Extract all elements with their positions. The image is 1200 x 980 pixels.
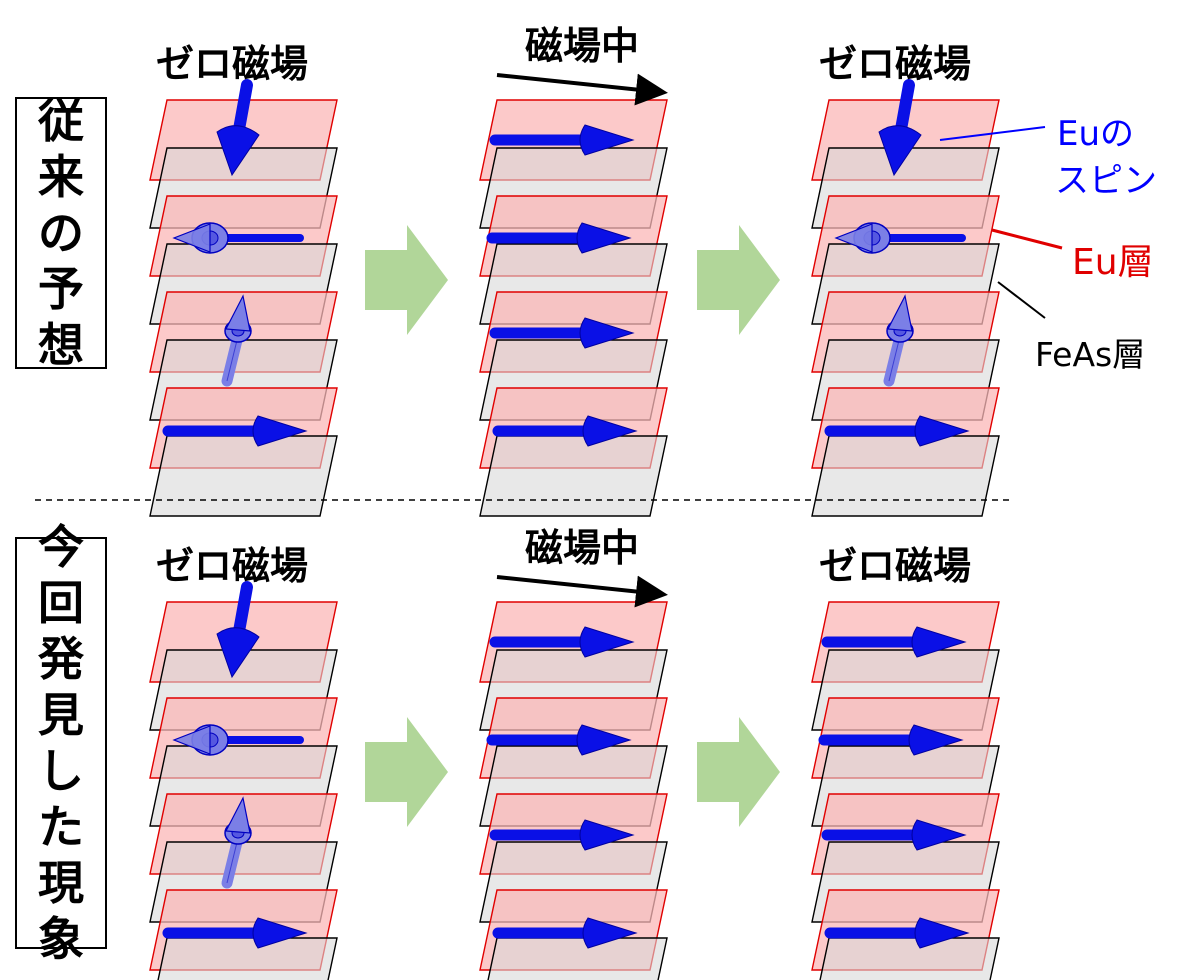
row-label-char: た <box>38 800 84 854</box>
spin-arrow-head <box>576 724 632 756</box>
green-right-arrow-icon <box>365 225 448 335</box>
row-label-char: 見 <box>38 688 84 742</box>
row-label-char: 今 <box>38 520 84 574</box>
spin-arrow-head <box>579 819 635 851</box>
title-bottom-in-field: 磁場中 <box>524 526 640 570</box>
row-label-char: 予 <box>38 262 84 316</box>
green-right-arrow-icon <box>365 717 448 827</box>
spin-arrow-head <box>878 125 922 177</box>
spin-arrow-head <box>216 125 260 177</box>
spin-arrow-head <box>582 415 638 447</box>
spin-arrow-head <box>914 917 970 949</box>
spin-arrow-head <box>252 415 308 447</box>
spin-arrow-head <box>216 627 260 679</box>
feas-layer <box>479 435 668 517</box>
spin-arrow-head <box>582 917 638 949</box>
green-right-arrow-icon <box>697 717 780 827</box>
row-label-conventional-expectation: 従来の予想 <box>15 94 107 372</box>
spin-arrow-head <box>172 223 211 253</box>
row-label-char: 回 <box>38 576 84 630</box>
legend-eu-layer-leader <box>991 228 1063 250</box>
row-label-char: 現 <box>38 856 84 910</box>
spin-arrow-head <box>911 819 967 851</box>
legend-eu-spin-leader <box>939 126 1046 141</box>
spin-arrow-head <box>914 415 970 447</box>
spin-arrow-head <box>172 725 211 755</box>
title-top-in-field: 磁場中 <box>524 24 640 68</box>
feas-layer <box>487 937 668 980</box>
spin-arrow-head <box>834 223 873 253</box>
spin-arrow-head <box>252 917 308 949</box>
title-top-zero-field-right: ゼロ磁場 <box>818 42 972 86</box>
spin-arrow-head <box>908 724 964 756</box>
spin-arrow-head <box>579 317 635 349</box>
row-label-char: の <box>38 206 84 260</box>
right-arrow-icon <box>496 73 668 106</box>
legend-eu-spin-line2: スピン <box>1055 161 1157 201</box>
row-label-char: 来 <box>38 150 84 204</box>
title-bottom-zero-field-right: ゼロ磁場 <box>818 544 972 588</box>
legend-feas-layer: FeAs層 <box>1035 335 1146 374</box>
green-right-arrow-icon <box>697 225 780 335</box>
feas-layer <box>149 435 338 517</box>
title-top-zero-field-left: ゼロ磁場 <box>155 42 309 86</box>
right-arrow-icon <box>496 575 668 608</box>
spin-arrow-head <box>911 626 967 658</box>
spin-arrow-head <box>579 626 635 658</box>
spin-arrow-head <box>887 294 913 332</box>
row-label-char: 発 <box>38 632 84 686</box>
spin-arrow-head <box>576 222 632 254</box>
row-label-char: し <box>38 744 84 798</box>
spin-arrow-head <box>225 294 251 332</box>
legend-eu-spin-line1: Euの <box>1057 114 1135 154</box>
spin-arrow-head <box>579 124 635 156</box>
legend-eu-layer: Eu層 <box>1072 242 1154 283</box>
legend-feas-layer-leader <box>997 281 1046 319</box>
row-label-discovered-phenomenon: 今回発見した現象 <box>15 520 107 966</box>
feas-layer <box>819 937 1000 980</box>
row-label-char: 想 <box>38 318 84 372</box>
feas-layer <box>811 435 1000 517</box>
spin-arrow-head <box>225 796 251 834</box>
feas-layer <box>157 937 338 980</box>
row-label-char: 従 <box>38 94 84 148</box>
title-bottom-zero-field-left: ゼロ磁場 <box>155 544 309 588</box>
row-label-char: 象 <box>38 912 84 966</box>
